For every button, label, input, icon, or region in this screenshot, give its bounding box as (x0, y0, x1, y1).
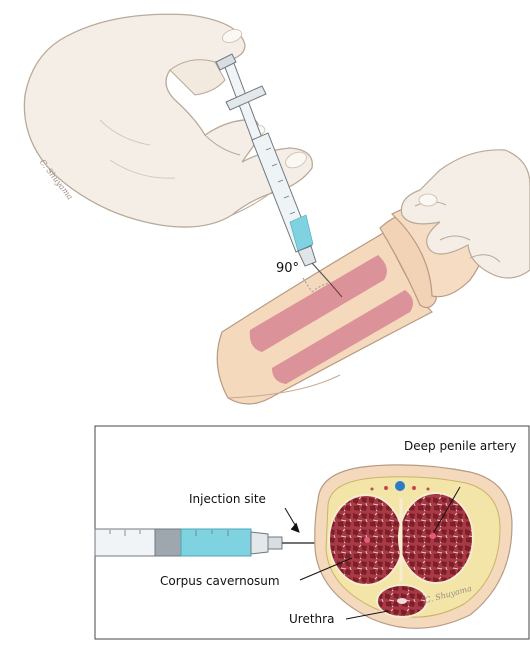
angle-label: 90° (276, 262, 299, 276)
label-injection-site: Injection site (189, 492, 266, 506)
label-urethra: Urethra (289, 612, 334, 626)
label-corpus-cavernosum: Corpus cavernosum (160, 574, 280, 588)
label-deep-penile-artery: Deep penile artery (404, 439, 516, 453)
